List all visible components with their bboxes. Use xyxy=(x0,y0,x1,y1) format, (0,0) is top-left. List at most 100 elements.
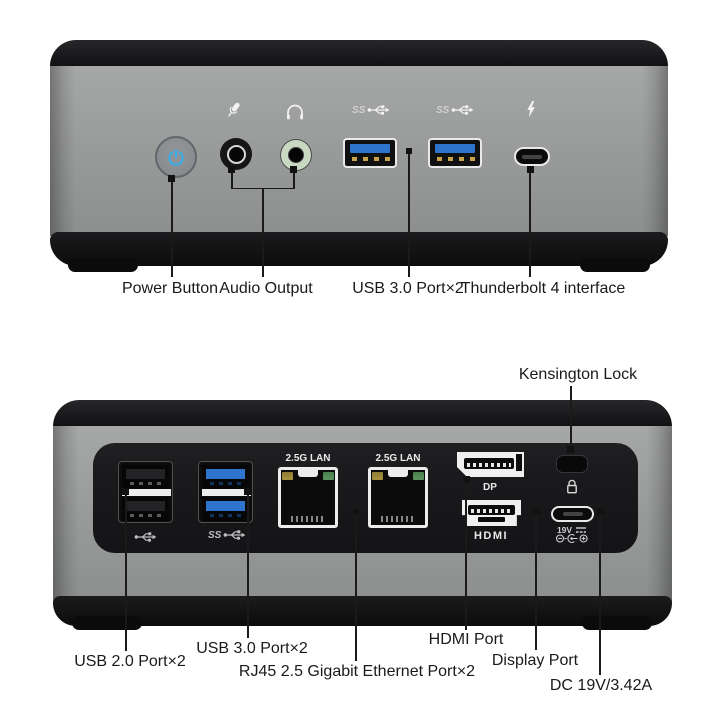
label-display-port: Display Port xyxy=(491,652,579,669)
headphone-jack xyxy=(280,139,312,171)
lan-led-green xyxy=(323,472,334,480)
rear-foot-left xyxy=(72,616,142,630)
dp-marking: DP xyxy=(483,482,497,493)
usb-pins xyxy=(130,482,162,485)
callout-marker-usb3-front xyxy=(406,148,412,154)
displayport-notch xyxy=(516,454,522,471)
label-rj45: RJ45 2.5 Gigabit Ethernet Port×2 xyxy=(238,663,476,680)
front-foot-left xyxy=(68,258,138,272)
rj45-latch xyxy=(298,470,318,477)
usb-pins xyxy=(210,482,242,485)
callout-marker-usb2 xyxy=(122,488,129,495)
usb3-port-front-2 xyxy=(428,138,482,168)
rj45-latch xyxy=(388,470,408,477)
usb3-tongue xyxy=(435,144,475,153)
callout-marker-thunderbolt xyxy=(526,165,534,173)
usb2-tongue xyxy=(126,501,165,511)
power-button xyxy=(155,136,197,178)
callout-marker-hdmi xyxy=(462,475,470,483)
usb3-port-upper xyxy=(202,465,249,489)
callout-line-kensington xyxy=(570,386,572,448)
callout-marker-headphone xyxy=(290,166,297,173)
rear-foot-right xyxy=(582,616,652,630)
usb3-tongue xyxy=(206,469,245,479)
lan-led-amber xyxy=(372,472,383,480)
callout-marker-rj45 xyxy=(353,509,359,515)
rear-base xyxy=(53,596,672,626)
hdmi-pins xyxy=(471,509,512,513)
power-icon xyxy=(168,148,184,166)
label-usb2: USB 2.0 Port×2 xyxy=(74,653,186,670)
front-base xyxy=(50,232,668,266)
lan1-marking: 2.5G LAN xyxy=(285,453,331,464)
callout-line-usb3-front xyxy=(408,154,410,277)
usb-pins xyxy=(210,514,242,517)
usb2-port-upper xyxy=(122,465,169,489)
callout-stub-headphone xyxy=(293,173,295,189)
usb3-port-stack xyxy=(198,461,253,523)
usb-stack-divider xyxy=(202,489,251,496)
usb3-tongue xyxy=(350,144,390,153)
label-dc: DC 19V/3.42A xyxy=(549,677,653,694)
rear-io-panel xyxy=(93,443,638,553)
callout-line-audio xyxy=(262,189,264,277)
label-power-button: Power Button xyxy=(121,280,219,297)
callout-marker-dc xyxy=(596,507,604,515)
headphone-jack-hole xyxy=(288,147,304,163)
thunderbolt-icon xyxy=(526,101,536,118)
ss-usb-icon: SS xyxy=(352,104,391,116)
headphones-icon xyxy=(284,102,306,120)
callout-marker-usb3-rear xyxy=(244,488,251,495)
callout-marker-mic xyxy=(228,166,235,173)
lan-led-amber xyxy=(282,472,293,480)
thunderbolt4-port xyxy=(514,147,550,166)
label-audio-output: Audio Output xyxy=(219,280,313,297)
label-thunderbolt: Thunderbolt 4 interface xyxy=(460,280,626,297)
label-hdmi: HDMI Port xyxy=(428,631,504,648)
usb-trident-icon xyxy=(134,531,158,543)
typec-tongue xyxy=(522,154,542,159)
dc-symbol-icon xyxy=(576,527,587,533)
usb3-port-front-1 xyxy=(343,138,397,168)
callout-marker-kensington xyxy=(567,446,574,453)
lan-port-2 xyxy=(368,467,428,528)
usb2-port-lower xyxy=(122,497,169,521)
hdmi-lower-slot xyxy=(478,517,505,522)
callout-line-rj45 xyxy=(355,515,357,661)
usb2-port-stack xyxy=(118,461,173,523)
label-usb3-rear: USB 3.0 Port×2 xyxy=(196,640,308,657)
ss-usb-icon: SS xyxy=(208,529,247,541)
typec-tongue xyxy=(562,512,583,516)
callout-marker-power xyxy=(168,175,175,182)
hdmi-marking: HDMI xyxy=(473,530,509,542)
lan2-marking: 2.5G LAN xyxy=(375,453,421,464)
displayport-pins xyxy=(467,463,511,467)
label-kensington: Kensington Lock xyxy=(518,366,638,383)
dc-voltage-marking: 19V xyxy=(557,525,587,535)
front-foot-right xyxy=(580,258,650,272)
usb3-tongue xyxy=(206,501,245,511)
displayport-slot xyxy=(464,458,514,469)
microphone-icon xyxy=(223,99,243,121)
usb2-tongue xyxy=(126,469,165,479)
ss-usb-icon: SS xyxy=(436,104,475,116)
polarity-icon xyxy=(555,533,589,544)
mic-jack xyxy=(220,138,252,170)
callout-line-power xyxy=(171,182,173,277)
usb-pins xyxy=(437,157,475,161)
usb-stack-divider xyxy=(122,489,171,496)
callout-line-usb2 xyxy=(125,495,127,651)
usb-pins xyxy=(130,514,162,517)
callout-line-dc xyxy=(599,514,601,675)
lan-port-1 xyxy=(278,467,338,528)
label-usb3-front: USB 3.0 Port×2 xyxy=(352,280,464,297)
hdmi-slot xyxy=(468,505,515,515)
callout-stub-mic xyxy=(231,173,233,189)
callout-line-displayport xyxy=(535,514,537,650)
usb3-port-lower xyxy=(202,497,249,521)
lock-icon xyxy=(564,478,580,495)
callout-bracket-audio xyxy=(231,187,295,189)
callout-line-hdmi xyxy=(465,482,467,630)
rj45-pins xyxy=(381,516,415,522)
